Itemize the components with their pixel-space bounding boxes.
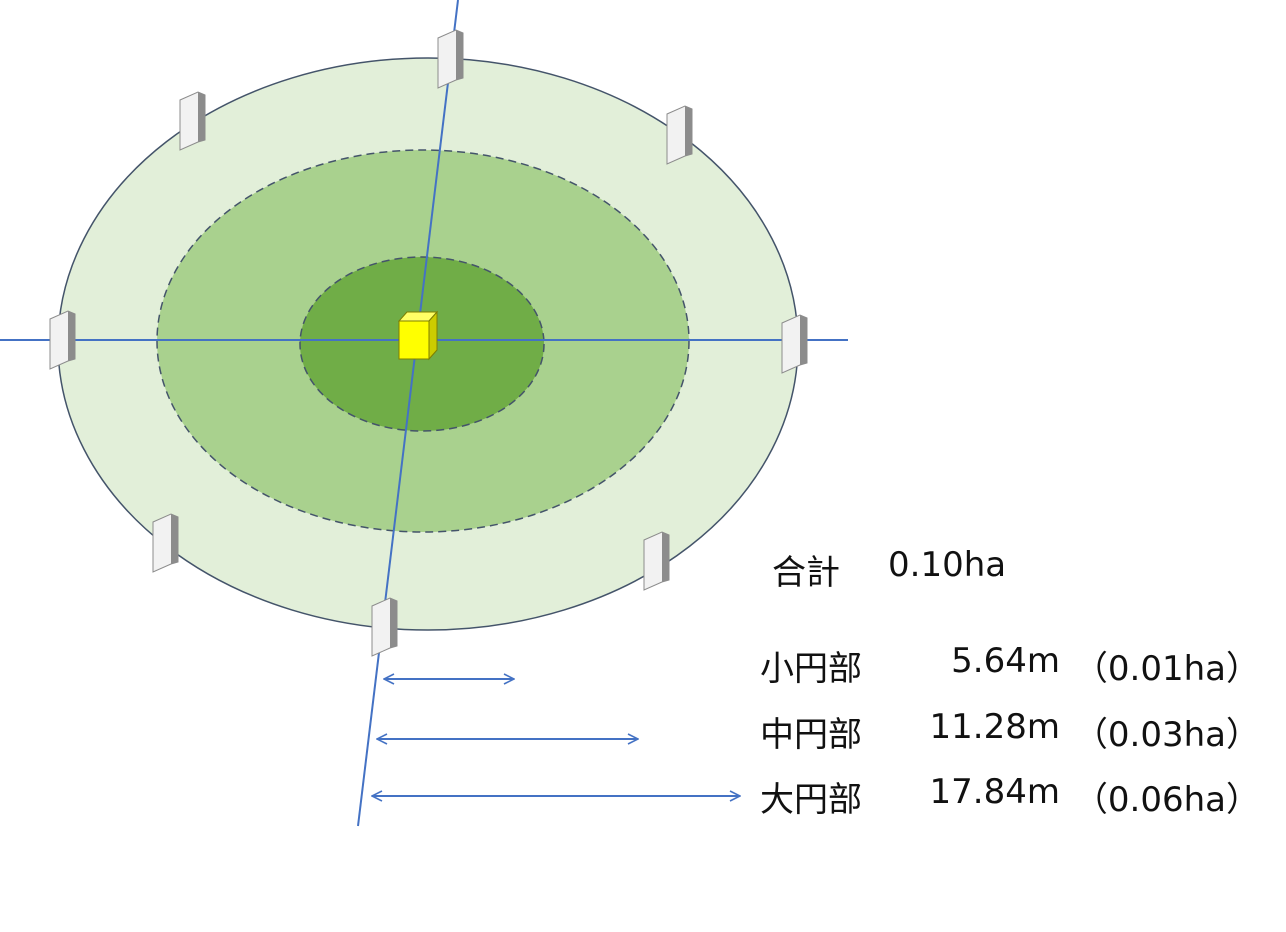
boundary-post-icon	[437, 29, 464, 89]
plot-row-large: 大円部 17.84m （0.06ha）	[760, 772, 1260, 820]
boundary-post-icon	[371, 597, 398, 657]
boundary-post-icon	[781, 314, 808, 374]
total-area: 合計 0.10ha	[772, 545, 1006, 665]
boundary-post-icon	[179, 91, 206, 151]
plot-name: 小円部	[760, 649, 862, 689]
center-marker-icon	[397, 310, 439, 361]
plot-radius: 5.64m	[951, 641, 1060, 681]
plot-name: 中円部	[760, 715, 862, 755]
plot-diagram	[0, 0, 848, 827]
boundary-post-icon	[152, 513, 179, 573]
plot-row-small: 小円部 5.64m （0.01ha）	[760, 641, 1260, 689]
plot-area: （0.06ha）	[1073, 780, 1260, 820]
total-label: 合計	[772, 553, 840, 593]
plot-name: 大円部	[760, 780, 862, 820]
plot-radius: 17.84m	[929, 772, 1060, 812]
plot-row-medium: 中円部 11.28m （0.03ha）	[760, 707, 1260, 755]
plot-area: （0.01ha）	[1073, 649, 1260, 689]
plot-radius: 11.28m	[929, 707, 1060, 747]
plot-area: （0.03ha）	[1073, 715, 1260, 755]
boundary-post-icon	[666, 105, 693, 165]
boundary-post-icon	[643, 531, 670, 591]
vertical-axis-line	[357, 0, 459, 827]
total-value: 0.10ha	[888, 545, 1007, 585]
boundary-post-icon	[49, 310, 76, 370]
